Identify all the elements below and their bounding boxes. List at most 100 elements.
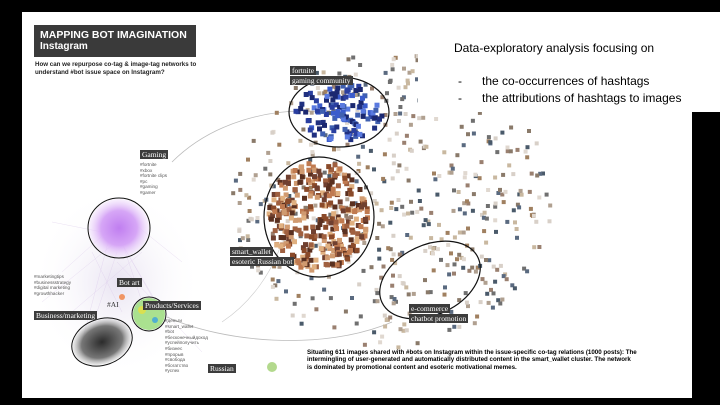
image-thumbnail [401,328,406,333]
image-thumbnail [355,112,361,118]
research-question: How can we repurpose co-tag & image-tag … [35,61,197,76]
image-thumbnail [318,246,324,252]
image-thumbnail [374,102,380,108]
image-thumbnail [322,122,327,128]
image-thumbnail [359,196,365,202]
image-thumbnail [407,70,412,75]
image-thumbnail [397,274,402,279]
image-thumbnail [532,245,537,250]
image-thumbnail [405,78,410,83]
image-thumbnail [298,264,304,270]
image-thumbnail [379,275,384,280]
image-thumbnail [357,187,363,192]
image-thumbnail [548,203,553,208]
image-thumbnail [364,185,368,190]
image-thumbnail [496,191,501,195]
image-thumbnail [391,161,396,166]
image-thumbnail [354,179,359,184]
image-thumbnail [267,205,273,210]
image-thumbnail [332,147,336,152]
image-thumbnail [411,114,416,119]
image-thumbnail [378,340,383,345]
russian-cluster [267,362,277,372]
image-thumbnail [402,140,407,145]
image-thumbnail [332,204,338,210]
image-thumbnail [301,313,306,318]
image-thumbnail [323,216,329,222]
image-thumbnail [384,318,389,322]
image-thumbnail [329,216,335,222]
image-thumbnail [377,256,382,261]
image-thumbnail [383,113,388,117]
image-thumbnail [299,101,305,107]
image-thumbnail [388,247,393,252]
image-thumbnail [359,234,365,240]
connector-arc [166,316,393,341]
image-thumbnail [473,269,478,274]
image-thumbnail [321,197,327,203]
image-thumbnail [246,157,250,162]
image-thumbnail [319,108,325,114]
image-thumbnail [299,174,305,180]
image-thumbnail [423,218,428,223]
image-thumbnail [335,214,341,220]
image-thumbnail [449,170,454,175]
image-thumbnail [477,110,482,115]
image-thumbnail [348,137,354,143]
image-thumbnail [400,97,405,102]
image-thumbnail [395,169,400,174]
image-thumbnail [517,192,522,197]
image-thumbnail [505,145,510,150]
image-thumbnail [363,82,368,87]
image-thumbnail [364,209,370,215]
image-thumbnail [292,239,297,245]
image-thumbnail [332,115,338,121]
image-thumbnail [511,172,516,177]
image-thumbnail [317,222,323,227]
image-thumbnail [313,243,318,248]
image-thumbnail [335,85,341,91]
image-thumbnail [288,234,294,240]
image-thumbnail [437,222,441,227]
image-thumbnail [343,94,349,100]
image-thumbnail [311,216,316,221]
image-thumbnail [348,191,354,197]
image-thumbnail [323,133,328,138]
image-thumbnail [320,120,326,125]
image-thumbnail [391,233,396,238]
image-thumbnail [274,296,279,301]
image-thumbnail [345,120,349,125]
label-fortnite: fortnite [290,66,317,75]
image-thumbnail [301,257,307,263]
image-thumbnail [329,203,334,208]
image-thumbnail [308,171,313,177]
label-gaming: Gaming [140,150,169,159]
image-thumbnail [415,58,420,63]
image-thumbnail [285,174,291,180]
image-thumbnail [298,138,303,143]
image-thumbnail [280,248,286,253]
image-thumbnail [309,234,315,240]
image-thumbnail [462,201,467,206]
image-thumbnail [329,261,335,267]
image-thumbnail [510,283,515,288]
image-thumbnail [358,314,363,319]
image-thumbnail [537,195,542,200]
image-thumbnail [272,264,277,269]
image-thumbnail [495,267,500,272]
image-thumbnail [357,282,362,287]
image-thumbnail [361,268,366,273]
image-thumbnail [250,264,254,269]
smart-wallet-cluster-outline [263,156,375,278]
label-smart-wallet: smart_wallet [230,247,273,256]
image-thumbnail [404,285,409,290]
image-thumbnail [416,188,421,193]
image-thumbnail [481,215,486,220]
image-thumbnail [360,113,366,119]
fortnite-cluster [293,83,385,143]
image-thumbnail [328,212,333,217]
image-thumbnail [336,217,342,223]
image-thumbnail [479,254,484,259]
image-thumbnail [525,269,530,274]
connector-arc [171,110,323,163]
